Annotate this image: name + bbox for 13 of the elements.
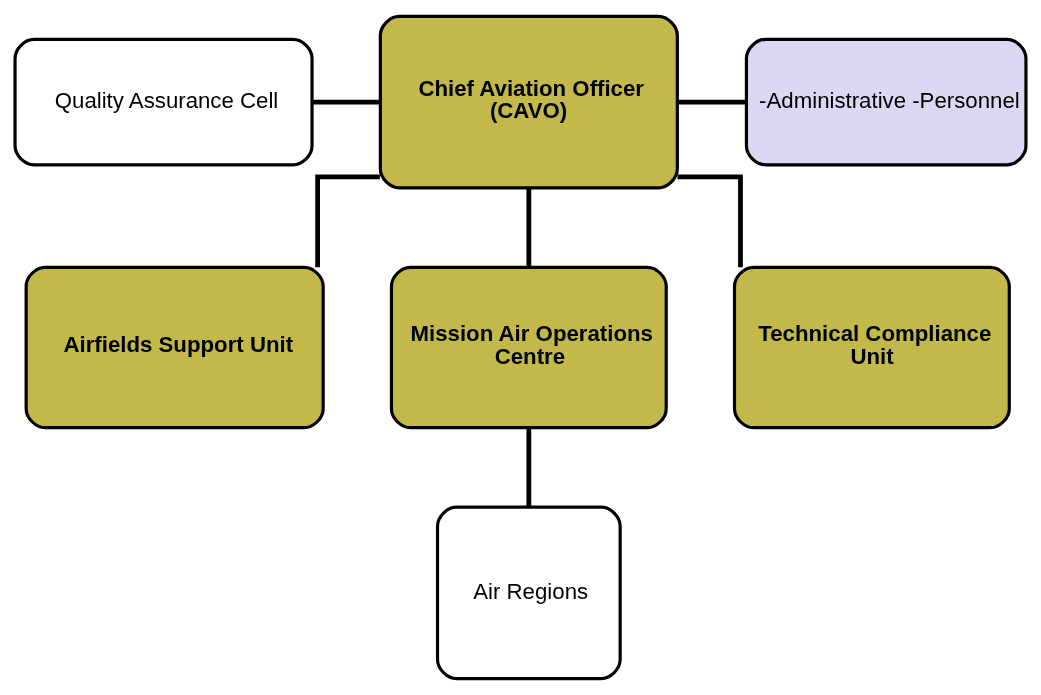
node-box: Chief Aviation Officer (CAVO) — [378, 14, 679, 190]
connector — [526, 187, 532, 268]
node-box: Airfields Support Unit — [24, 265, 325, 430]
node-box: Technical Compliance Unit — [732, 265, 1011, 430]
node-box: -Administrative -Personnel — [744, 37, 1028, 167]
node-box: Quality Assurance Cell — [13, 37, 314, 167]
connector — [677, 99, 747, 105]
connector — [677, 174, 743, 268]
node-box: Air Regions — [435, 505, 622, 681]
connector — [526, 427, 532, 507]
connector — [315, 174, 380, 268]
connector — [312, 99, 380, 105]
node-box: Mission Air Operations Centre — [389, 265, 668, 430]
